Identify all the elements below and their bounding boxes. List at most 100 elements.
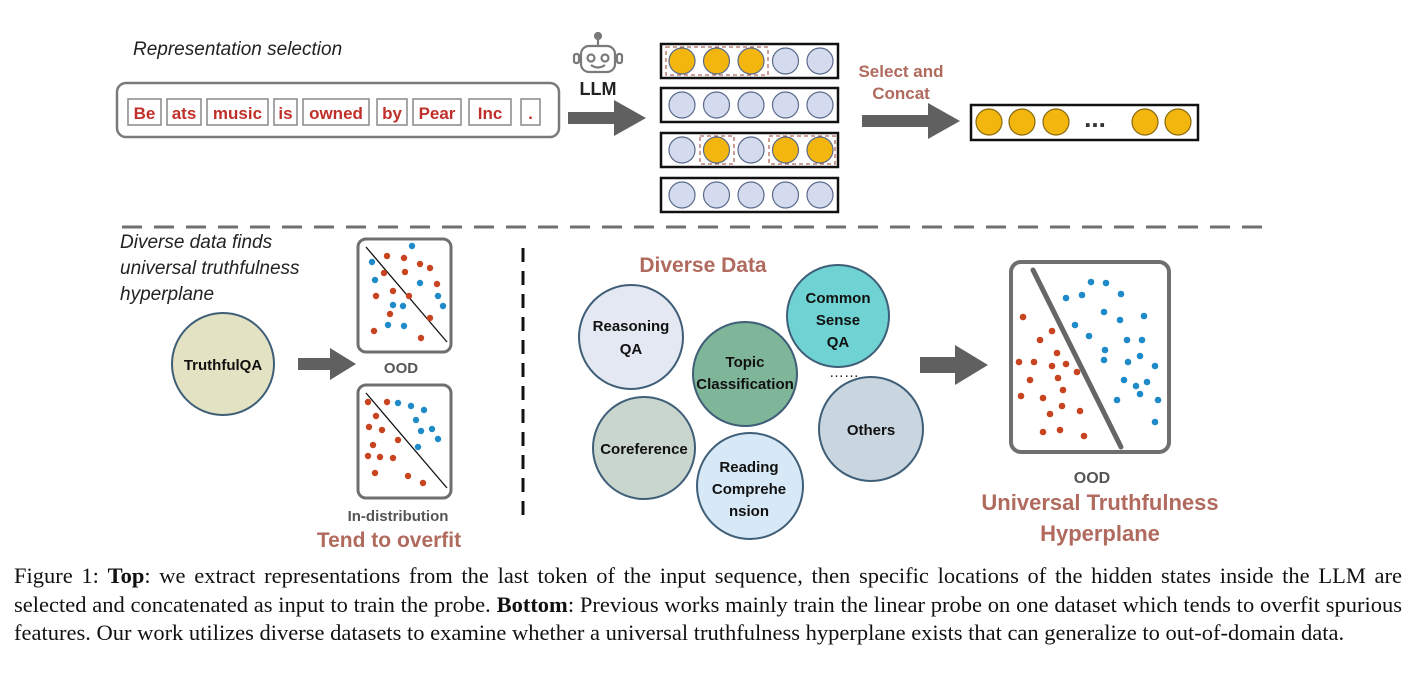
common-sense-qa-circle <box>786 264 890 368</box>
red-point <box>426 264 434 272</box>
red-point <box>1056 426 1064 434</box>
blue-point <box>1151 362 1159 370</box>
token-3: is <box>273 98 298 126</box>
hidden-unit-selected <box>702 47 731 75</box>
reasoning-qa-label-1: Reasoning <box>593 318 670 335</box>
reading-comprehension-circle <box>696 432 804 540</box>
token-text: ats <box>172 104 197 123</box>
universal-scatter-box <box>1009 260 1171 454</box>
red-point <box>380 269 388 277</box>
blue-point <box>1151 418 1159 426</box>
red-point <box>394 436 402 444</box>
red-point <box>419 479 427 487</box>
concat-ellipsis: ... <box>1084 103 1106 133</box>
overfit-label: Tend to overfit <box>317 529 461 552</box>
red-point <box>1059 386 1067 394</box>
hidden-unit-selected <box>806 136 834 164</box>
truthfulqa-circle <box>171 312 275 416</box>
token-text: owned <box>309 104 363 123</box>
common-label-1: Common <box>806 290 871 307</box>
blue-point <box>1062 294 1070 302</box>
blue-point <box>1154 396 1162 404</box>
hidden-unit <box>737 181 765 209</box>
red-point <box>364 398 372 406</box>
hidden-unit <box>806 181 834 209</box>
blue-point <box>428 425 436 433</box>
blue-point <box>1100 308 1108 316</box>
red-point <box>371 469 379 477</box>
red-point <box>1039 428 1047 436</box>
token-box <box>302 98 370 126</box>
hidden-row-1 <box>659 86 840 124</box>
concat-unit <box>1164 108 1192 136</box>
hidden-row-3 <box>659 176 840 214</box>
diverse-data-title: Diverse Data <box>639 254 767 277</box>
blue-point <box>439 302 447 310</box>
diverse-data-text-line2: universal truthfulness <box>120 258 300 279</box>
blue-point <box>1120 376 1128 384</box>
blue-point <box>399 302 407 310</box>
red-point <box>386 310 394 318</box>
token-box <box>127 98 162 126</box>
red-point <box>383 398 391 406</box>
blue-point <box>417 427 425 435</box>
red-point <box>433 280 441 288</box>
blue-point <box>414 443 422 451</box>
red-point <box>1080 432 1088 440</box>
token-0: Be <box>127 98 162 126</box>
reading-label-2: Comprehe <box>712 481 786 498</box>
blue-point <box>416 279 424 287</box>
token-text: by <box>382 104 402 123</box>
token-box <box>412 98 462 126</box>
blue-point <box>434 435 442 443</box>
red-point <box>369 441 377 449</box>
blue-point <box>1113 396 1121 404</box>
hidden-row-2 <box>659 131 840 169</box>
concat-unit <box>975 108 1003 136</box>
diverse-data-text-line1: Diverse data finds <box>120 232 273 253</box>
blue-point <box>1143 378 1151 386</box>
reading-label-1: Reading <box>719 459 778 476</box>
blue-point <box>1140 312 1148 320</box>
blue-point <box>1071 321 1079 329</box>
blue-point <box>1138 336 1146 344</box>
blue-point <box>412 416 420 424</box>
topic-label-1: Topic <box>726 354 765 371</box>
red-point <box>364 452 372 460</box>
coreference-circle <box>592 396 696 500</box>
red-point <box>416 260 424 268</box>
red-point <box>1015 358 1023 366</box>
arrow-to-universal <box>920 345 988 385</box>
indist-hyperplane <box>365 392 448 489</box>
token-8: . <box>520 98 541 126</box>
token-4: owned <box>302 98 370 126</box>
coreference-label: Coreference <box>600 441 688 458</box>
red-point <box>389 287 397 295</box>
red-point <box>1076 407 1084 415</box>
hidden-state-rows <box>659 42 840 214</box>
red-point <box>400 254 408 262</box>
figure-caption: Figure 1: Top: we extract representation… <box>14 562 1402 648</box>
concat-unit <box>1131 108 1159 136</box>
caption-bottom-text: : Previous works mainly train the linear… <box>14 591 1403 646</box>
concat-circles <box>975 108 1192 136</box>
common-label-2: Sense <box>816 312 860 329</box>
token-2: music <box>206 98 269 126</box>
hidden-unit-selected <box>771 136 800 164</box>
select-label-line1: Select and <box>858 62 943 81</box>
blue-point <box>1078 291 1086 299</box>
universal-scatter-points <box>1015 278 1162 440</box>
llm-label: LLM <box>580 79 617 99</box>
token-box <box>206 98 269 126</box>
hidden-unit <box>737 136 765 164</box>
blue-point <box>371 276 379 284</box>
blue-point <box>384 321 392 329</box>
red-point <box>370 327 378 335</box>
token-5: by <box>376 98 408 126</box>
blue-point <box>408 242 416 250</box>
blue-point <box>1136 352 1144 360</box>
red-point <box>404 472 412 480</box>
hidden-unit <box>668 181 696 209</box>
